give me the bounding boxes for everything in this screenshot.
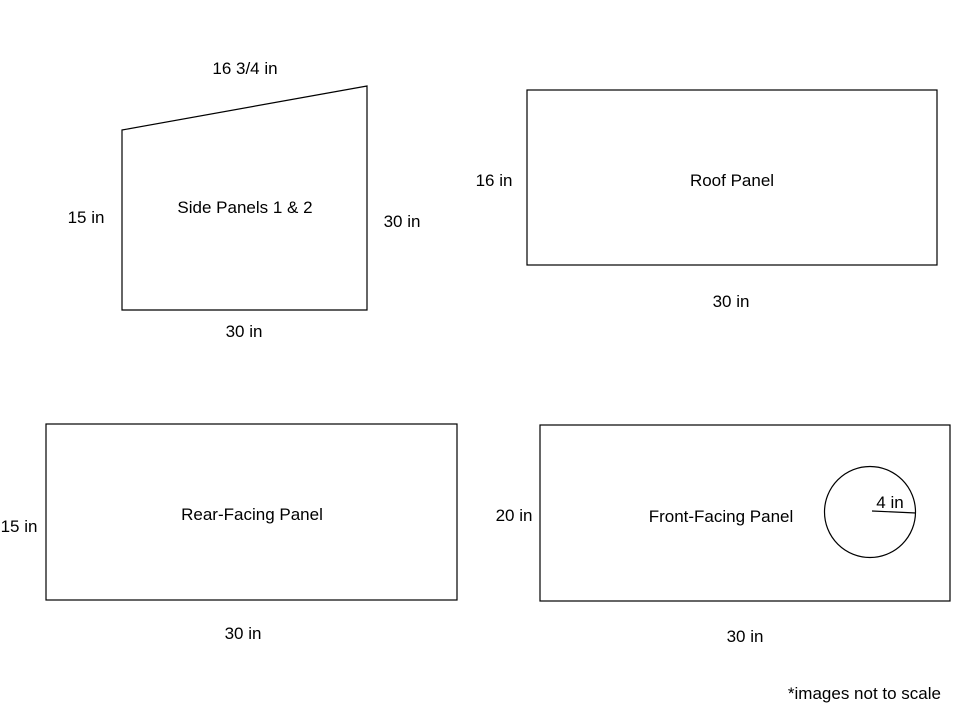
front-panel-width-dimension: 30 in — [727, 627, 764, 646]
rear-panel-shape — [45, 423, 458, 601]
side-panel-top-dimension: 16 3/4 in — [212, 59, 277, 78]
side-panel-shape — [121, 85, 368, 311]
roof-panel-group: Roof Panel 16 in 30 in — [476, 89, 938, 311]
roof-panel-label: Roof Panel — [690, 171, 774, 190]
rear-panel-label: Rear-Facing Panel — [181, 505, 323, 524]
rear-panel-height-dimension: 15 in — [1, 517, 38, 536]
front-panel-label: Front-Facing Panel — [649, 507, 794, 526]
front-panel-hole-circle — [823, 465, 917, 559]
front-panel-hole-radius-dimension: 4 in — [876, 493, 903, 512]
front-panel-hole-radius-line — [871, 510, 917, 514]
rear-panel-group: Rear-Facing Panel 15 in 30 in — [1, 423, 458, 643]
front-panel-shape — [539, 424, 951, 602]
side-panel-bottom-dimension: 30 in — [226, 322, 263, 341]
front-panel-group: Front-Facing Panel 20 in 30 in 4 in — [496, 424, 951, 646]
not-to-scale-note: *images not to scale — [788, 684, 941, 703]
side-panel-right-dimension: 30 in — [384, 212, 421, 231]
roof-panel-shape — [526, 89, 938, 266]
roof-panel-width-dimension: 30 in — [713, 292, 750, 311]
side-panel-left-dimension: 15 in — [68, 208, 105, 227]
side-panel-group: 16 3/4 in 15 in Side Panels 1 & 2 30 in … — [68, 59, 421, 341]
rear-panel-width-dimension: 30 in — [225, 624, 262, 643]
front-panel-height-dimension: 20 in — [496, 506, 533, 525]
roof-panel-height-dimension: 16 in — [476, 171, 513, 190]
side-panel-label: Side Panels 1 & 2 — [177, 198, 312, 217]
